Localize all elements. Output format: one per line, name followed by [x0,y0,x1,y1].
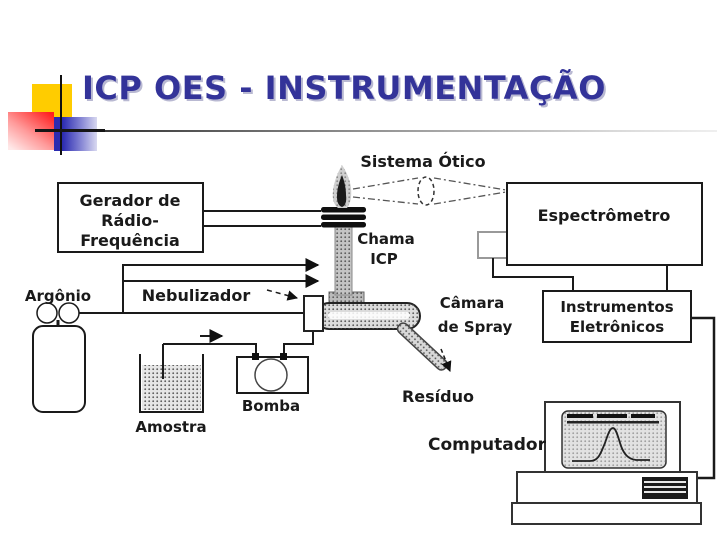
decoration-vertical-line [60,75,62,155]
induction-coil [321,207,366,228]
waste-arrow [440,348,452,372]
rf-generator-label-3: Frequência [80,231,180,250]
icp-flame-label-2: ICP [370,250,398,268]
pump [236,353,309,394]
electronics-computer-line [691,316,716,480]
slide-title: ICP OES - INSTRUMENTAÇÃO [82,69,606,107]
waste-label: Resíduo [402,387,474,406]
icp-flame-label-1: Chama [357,230,415,248]
argon-label: Argônio [25,287,91,305]
spray-chamber [315,291,421,330]
sample-label: Amostra [135,418,206,436]
rf-generator-label-2: Rádio- [101,211,159,230]
detector-signal-line [492,258,574,291]
spray-chamber-label-1: Câmara [440,294,504,312]
rf-generator-box: Gerador de Rádio- Frequência [57,182,204,253]
rf-generator-label-1: Gerador de [80,191,181,210]
torch-gas-lines [122,258,320,314]
spray-chamber-label-2: de Spray [438,318,513,336]
optical-system-label: Sistema Ótico [360,152,485,171]
rf-power-lines [203,210,321,227]
spectrometer-entrance-port [477,231,509,259]
screen-menu-bar [567,414,659,424]
spectrometer-box: Espectrômetro [506,182,703,266]
electronics-label-1: Instrumentos [560,298,673,316]
electronics-box: Instrumentos Eletrônicos [542,290,692,343]
disk-drive [642,477,688,499]
light-rays [352,177,507,205]
title-underline [35,130,717,132]
decoration-yellow-square [32,84,72,117]
nebulizer-label: Nebulizador [142,286,251,305]
lens [417,176,435,206]
sample-beaker [139,344,204,413]
pump-label: Bomba [242,397,300,415]
electronics-label-2: Eletrônicos [570,318,664,336]
screen-peak-trace [572,427,650,462]
torch-tube [334,224,353,296]
plasma-flame [332,165,352,208]
argon-cylinder [32,302,86,413]
spectrometer-label: Espectrômetro [538,206,671,225]
nebulizer-pointer-arrow [266,289,299,301]
computer-label: Computador [428,435,547,455]
computer [511,401,702,525]
decoration-horizontal-line [35,129,105,132]
sample-tubing [163,329,314,357]
nebulizer-cap [303,295,324,332]
